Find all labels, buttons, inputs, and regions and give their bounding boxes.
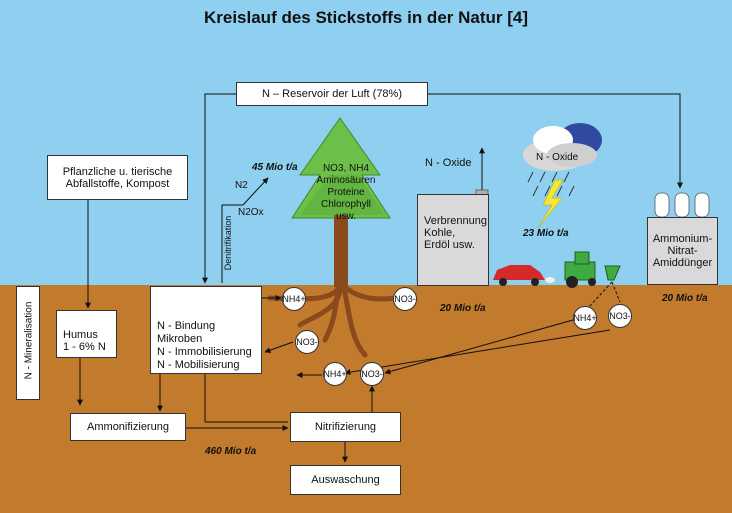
humus-label: Humus 1 - 6% N [63,329,106,353]
car-illustration [493,265,555,286]
rain-lines [527,171,575,197]
nh4-circle-lower: NH4+ [323,362,347,386]
n2-label: N2 [235,180,248,191]
rate-460: 460 Mio t/a [205,446,257,457]
page-title: Kreislauf des Stickstoffs in der Natur [… [203,8,529,27]
washout-label: Auswaschung [311,474,380,486]
rate-20-fertilizer: 20 Mio t/a [662,293,708,304]
combustion-box: Verbrennung Kohle, Erdöl usw. [417,194,489,286]
rate-23: 23 Mio t/a [523,228,569,239]
sky-background [0,0,732,285]
n-oxide-cloud-label: N - Oxide [536,152,579,163]
ammonification-label: Ammonifizierung [87,421,169,433]
tree-compounds-label: NO3, NH4 Aminosäuren Proteine Chlorophyl… [316,163,376,222]
mineralisation-box: N - Mineralisation [16,286,40,400]
n-oxide-up-label: N - Oxide [425,157,472,169]
waste-box: Pflanzliche u. tierische Abfallstoffe, K… [47,155,188,200]
no3-circle-tractor: NO3- [608,304,632,328]
nitrification-box: Nitrifizierung [290,412,401,442]
humus-box: Humus 1 - 6% N [56,310,117,358]
nitrification-label: Nitrifizierung [314,421,377,433]
denitrification-label: Denitrifikation [223,215,233,271]
ammonification-box: Ammonifizierung [70,413,186,441]
washout-box: Auswaschung [290,465,401,495]
n2o-label: N2Ox [238,207,264,218]
reservoir-label: N – Reservoir der Luft (78%) [262,88,402,100]
rate-20-combustion: 20 Mio t/a [440,303,486,314]
no3-circle-upper: NO3- [393,287,417,311]
combustion-label: Verbrennung Kohle, Erdöl usw. [424,215,487,251]
no3-circle-mid: NO3- [295,330,319,354]
tree-illustration [267,117,398,358]
tractor-illustration [564,251,621,288]
binding-box: N - Bindung Mikroben N - Immobilisierung… [150,286,262,374]
mineralisation-label: N - Mineralisation [23,301,35,380]
fertilizer-label: Ammonium- Nitrat- Amiddünger [652,233,713,269]
lightning-icon [537,179,564,229]
fertilizer-box: Ammonium- Nitrat- Amiddünger [647,217,718,285]
nh4-circle-tractor: NH4+ [573,306,597,330]
binding-label: N - Bindung Mikroben N - Immobilisierung… [157,320,252,371]
waste-label: Pflanzliche u. tierische Abfallstoffe, K… [62,165,173,190]
cloud-illustration [523,123,602,171]
rate-45: 45 Mio t/a [252,162,298,173]
no3-circle-lower: NO3- [360,362,384,386]
nh4-circle-upper: NH4+ [282,287,306,311]
reservoir-box: N – Reservoir der Luft (78%) [236,82,428,106]
silo-tanks [654,192,710,218]
